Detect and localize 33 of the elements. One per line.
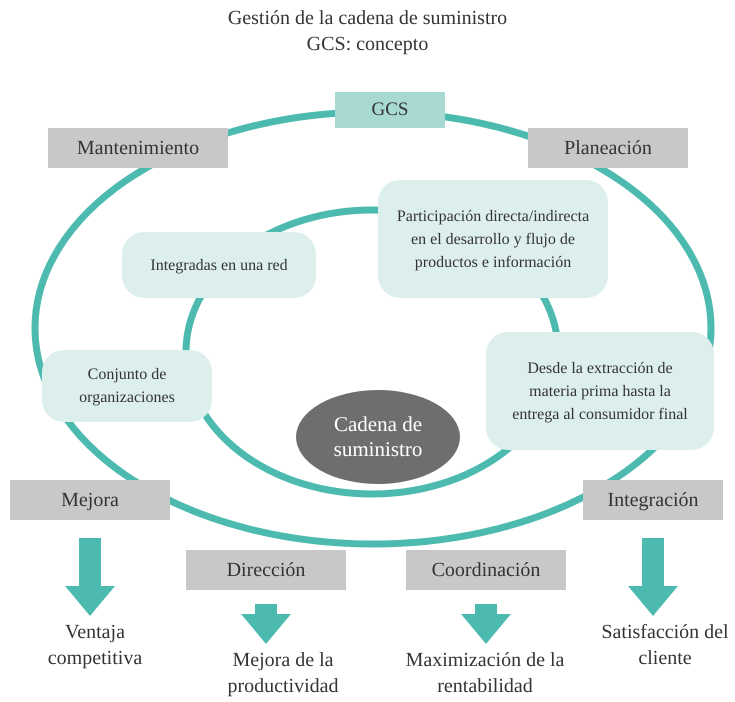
label-box bbox=[528, 128, 688, 168]
rounded-box bbox=[486, 332, 714, 450]
down-arrow bbox=[65, 538, 115, 616]
outcome-text: Maximización de la rentabilidad bbox=[392, 646, 578, 700]
label-box bbox=[48, 128, 228, 168]
outcome-text: Ventaja competitiva bbox=[30, 618, 160, 672]
rounded-box bbox=[42, 350, 212, 422]
down-arrow bbox=[628, 538, 678, 616]
label-box bbox=[406, 550, 566, 590]
outcome-text: Mejora de la productividad bbox=[200, 646, 366, 700]
box-text: Desde la extracción de materia prima hasta la entrega al consumidor final bbox=[511, 358, 689, 424]
label-box bbox=[335, 92, 445, 128]
label-box bbox=[186, 550, 346, 590]
outcome-text: Satisfacción del cliente bbox=[595, 618, 735, 672]
box-text: Cadena de suministro bbox=[332, 412, 424, 462]
rounded-box bbox=[378, 180, 608, 298]
label-box bbox=[10, 480, 170, 520]
box-text: Participación directa/indirecta en el desarrollo y flujo de productos e información bbox=[396, 206, 590, 272]
box-text: Integración bbox=[607, 488, 699, 512]
box-text: Planeación bbox=[564, 136, 652, 160]
box-text: Mantenimiento bbox=[76, 136, 200, 160]
down-arrow bbox=[241, 604, 291, 644]
label-box bbox=[583, 480, 723, 520]
subtitle: GCS: concepto bbox=[306, 32, 430, 56]
title: Gestión de la cadena de suministro bbox=[226, 6, 508, 30]
rounded-box bbox=[122, 232, 316, 298]
box-text: Mejora bbox=[61, 488, 119, 512]
box-text: Coordinación bbox=[432, 558, 540, 582]
down-arrow bbox=[461, 604, 511, 644]
box-text: GCS bbox=[372, 99, 408, 121]
box-text: Dirección bbox=[226, 558, 306, 582]
box-text: Integradas en una red bbox=[150, 256, 288, 276]
box-text: Conjunto de organizaciones bbox=[78, 365, 176, 408]
